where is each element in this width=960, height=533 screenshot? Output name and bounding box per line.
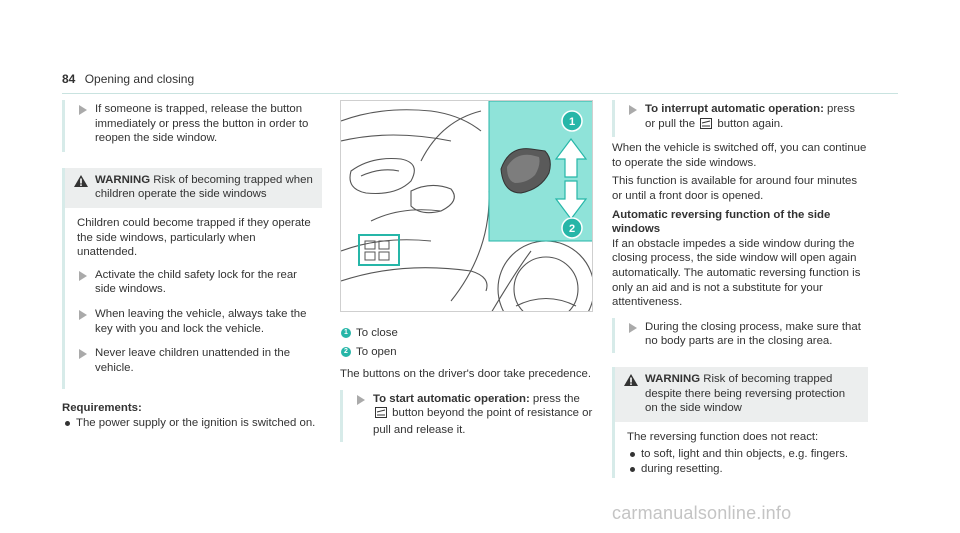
warning-step-text: Never leave children unattended in the v… [95, 347, 291, 374]
after-switch-off-text: When the vehicle is switched off, you ca… [612, 142, 867, 169]
section-title: Opening and closing [84, 72, 195, 86]
column-right: To interrupt automatic operation: press … [612, 100, 868, 479]
warning-text: The reversing function does not react: [627, 430, 819, 443]
callout-2-icon: 2 [561, 217, 583, 239]
warning-triangle-icon [74, 174, 88, 192]
arrow-bullet-icon [79, 105, 87, 115]
arrow-bullet-icon [79, 309, 87, 320]
availability-text: This function is available for around fo… [612, 175, 858, 202]
window-switch-icon [700, 117, 713, 134]
legend-item-open: 2 To open [340, 345, 593, 360]
door-panel-illustration: 1 2 [341, 101, 592, 311]
closing-step-block: During the closing process, make sure th… [612, 317, 868, 353]
switch-closeup [500, 148, 551, 194]
header-divider [62, 93, 898, 94]
warning-header: WARNING Risk of becoming trapped despite… [615, 366, 868, 422]
legend-badge: 1 [341, 328, 351, 338]
warning-bullet-text: during resetting. [641, 462, 723, 475]
requirements-label: Requirements: [62, 402, 142, 415]
arrow-bullet-icon [79, 270, 87, 281]
interrupt-block: To interrupt automatic operation: press … [612, 100, 868, 138]
warning-step: When leaving the vehicle, always take th… [77, 307, 312, 336]
bullet-dot [630, 452, 635, 458]
precedence-note: The buttons on the driver's door take pr… [340, 368, 592, 381]
arrow-down-icon [554, 180, 588, 220]
arrow-up-icon [554, 138, 588, 178]
legend-badge: 2 [341, 346, 351, 357]
warning-label: WARNING [645, 372, 701, 385]
legend-item-close: 1 To close [340, 326, 593, 341]
warning-body: The reversing function does not react: t… [615, 422, 868, 479]
bullet-dot [630, 466, 635, 472]
arrow-bullet-icon [79, 349, 87, 360]
closing-step: During the closing process, make sure th… [627, 320, 868, 349]
svg-text:1: 1 [569, 116, 575, 128]
bullet-dot [65, 420, 70, 426]
warning-bullet-text: to soft, light and thin objects, e.g. fi… [641, 448, 849, 461]
arrow-bullet-icon [629, 105, 637, 115]
start-auto-label: To start automatic operation: [373, 392, 530, 405]
interrupt-post: button again. [717, 117, 784, 130]
warning-box-reversing: WARNING Risk of becoming trapped despite… [612, 366, 868, 479]
warning-text: Children could become trapped if they op… [77, 216, 311, 259]
window-switch-figure: 1 2 [340, 100, 593, 312]
warning-step: Activate the child safety lock for the r… [77, 268, 312, 297]
window-switch-icon [375, 407, 387, 423]
top-instruction-block: If someone is trapped, release the butto… [62, 100, 322, 152]
requirement-item: The power supply or the ignition is swit… [62, 416, 322, 431]
watermark: carmanualsonline.info [612, 503, 792, 523]
interrupt-pre: press or pull the [645, 103, 855, 130]
start-auto-pre: press the [532, 392, 580, 405]
callout-1-icon: 1 [561, 110, 583, 132]
column-left: If someone is trapped, release the butto… [62, 100, 322, 431]
instruction-step: If someone is trapped, release the butto… [77, 102, 322, 146]
closing-step-text: During the closing process, make sure th… [645, 320, 861, 348]
interrupt-step: To interrupt automatic operation: press … [627, 102, 868, 133]
interrupt-label: To interrupt automatic operation: [645, 103, 824, 115]
legend-text: To close [356, 327, 398, 339]
warning-body: Children could become trapped if they op… [65, 208, 322, 389]
page-header: 84 Opening and closing [62, 72, 194, 87]
warning-step-text: When leaving the vehicle, always take th… [95, 307, 307, 335]
start-auto-post: button beyond the point of resistance or… [373, 407, 593, 436]
arrow-bullet-icon [629, 322, 637, 333]
warning-bullet: to soft, light and thin objects, e.g. fi… [627, 447, 858, 462]
start-auto-block: To start automatic operation: press the … [340, 389, 593, 442]
warning-label: WARNING [95, 173, 151, 186]
requirement-text: The power supply or the ignition is swit… [76, 416, 316, 429]
reversing-heading: Automatic reversing function of the side… [612, 208, 831, 236]
column-middle: 1 2 1 To close 2 To open The buttons on … [340, 100, 593, 442]
warning-bullet: during resetting. [627, 462, 858, 477]
arrow-bullet-icon [357, 394, 365, 405]
instruction-text: If someone is trapped, release the butto… [95, 103, 309, 145]
reversing-text: If an obstacle impedes a side window dur… [612, 237, 861, 309]
warning-title: Risk of becoming trapped despite there b… [645, 372, 846, 415]
warning-step: Never leave children unattended in the v… [77, 346, 312, 375]
start-auto-step: To start automatic operation: press the … [355, 392, 593, 438]
warning-triangle-icon [624, 373, 638, 391]
svg-text:2: 2 [569, 223, 575, 235]
figure-legend: 1 To close 2 To open [340, 326, 593, 359]
warning-step-text: Activate the child safety lock for the r… [95, 268, 297, 296]
warning-header: WARNING Risk of becoming trapped when ch… [65, 167, 322, 208]
page-number: 84 [62, 72, 76, 86]
warning-title: Risk of becoming trapped when children o… [95, 173, 313, 201]
legend-text: To open [356, 345, 397, 358]
warning-box-children: WARNING Risk of becoming trapped when ch… [62, 167, 322, 390]
